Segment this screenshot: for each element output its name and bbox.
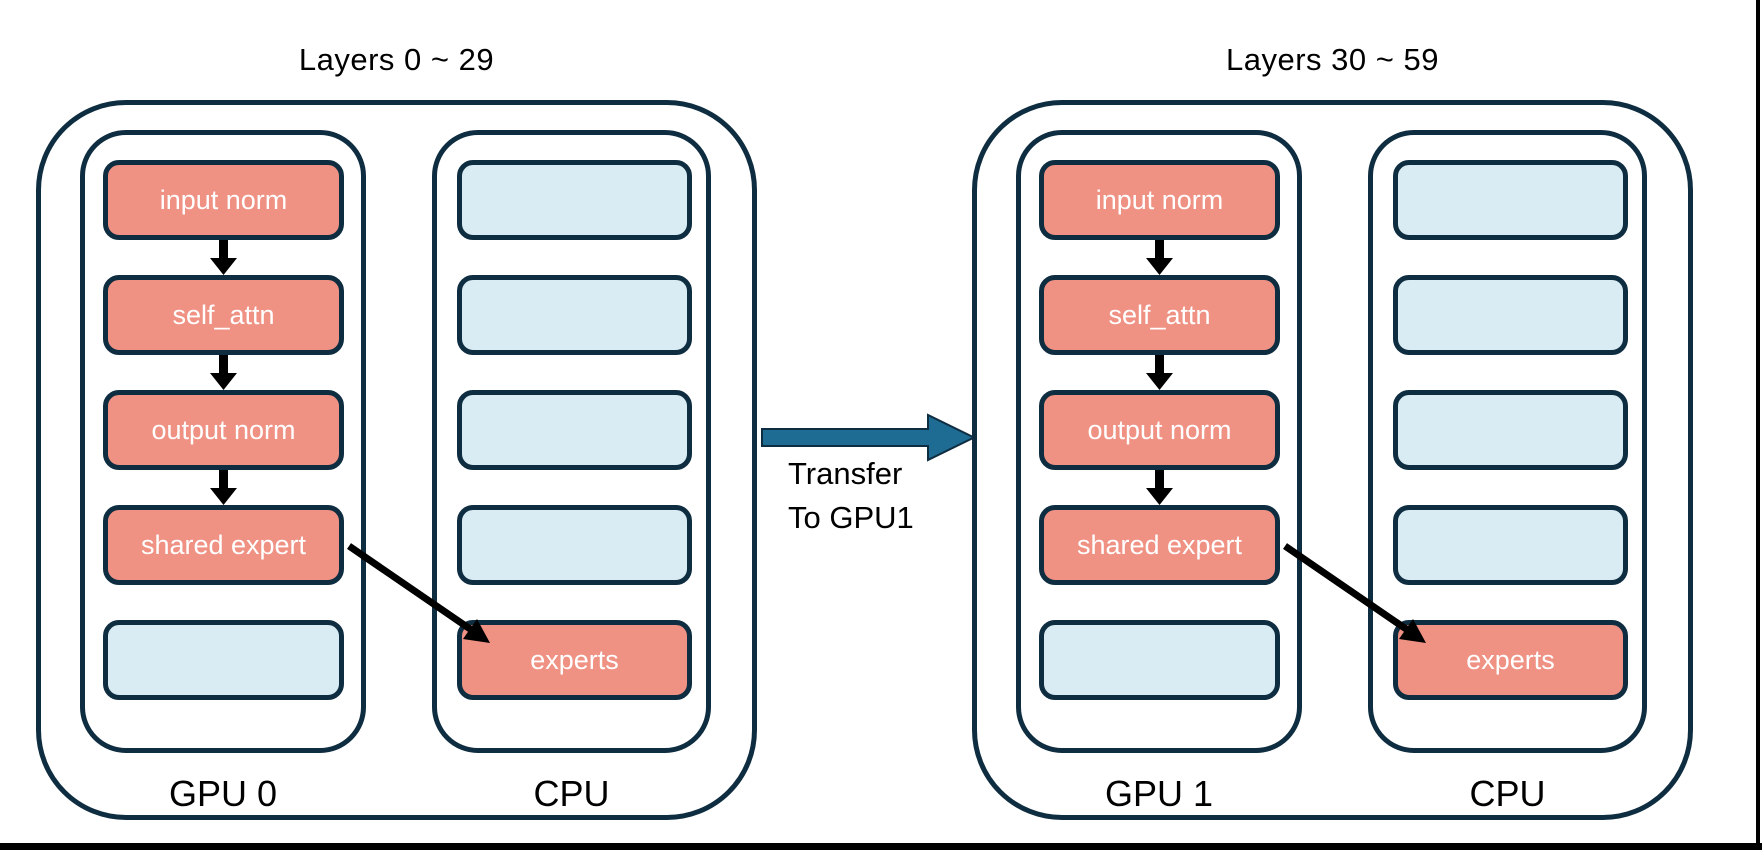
bottom-edge-bar — [0, 843, 1762, 850]
transfer-line2: To GPU1 — [788, 500, 914, 535]
module-empty — [457, 160, 692, 240]
module-experts: experts — [1393, 620, 1628, 700]
module-self-attn: self_attn — [103, 275, 344, 355]
module-output-norm: output norm — [103, 390, 344, 470]
cpu-box-right: experts — [1368, 130, 1647, 753]
module-self-attn: self_attn — [1039, 275, 1280, 355]
module-input-norm: input norm — [103, 160, 344, 240]
module-empty — [457, 505, 692, 585]
module-empty — [1393, 390, 1628, 470]
cpu-box-left: experts — [432, 130, 711, 753]
module-shared-expert: shared expert — [103, 505, 344, 585]
module-empty — [1393, 275, 1628, 355]
gpu0-box: input norm self_attn output norm shared … — [80, 130, 366, 753]
module-empty — [1393, 505, 1628, 585]
module-empty — [457, 275, 692, 355]
module-shared-expert: shared expert — [1039, 505, 1280, 585]
transfer-line1: Transfer — [788, 456, 903, 491]
cpu-label-left: CPU — [533, 773, 610, 814]
module-empty — [1039, 620, 1280, 700]
module-empty — [457, 390, 692, 470]
cpu-label-right: CPU — [1469, 773, 1546, 814]
module-empty — [1393, 160, 1628, 240]
module-empty — [103, 620, 344, 700]
layer-range-title-left: Layers 0 ~ 29 — [298, 42, 495, 77]
module-input-norm: input norm — [1039, 160, 1280, 240]
gpu1-label: GPU 1 — [1104, 773, 1214, 814]
right-edge-line — [1756, 0, 1760, 850]
module-output-norm: output norm — [1039, 390, 1280, 470]
layer-range-title-right: Layers 30 ~ 59 — [1226, 42, 1439, 77]
node-group-1: input norm self_attn output norm shared … — [972, 100, 1693, 820]
transfer-annotation: Transfer To GPU1 — [788, 452, 914, 540]
gpu0-label: GPU 0 — [168, 773, 278, 814]
module-experts: experts — [457, 620, 692, 700]
node-group-0: input norm self_attn output norm shared … — [36, 100, 757, 820]
gpu1-box: input norm self_attn output norm shared … — [1016, 130, 1302, 753]
